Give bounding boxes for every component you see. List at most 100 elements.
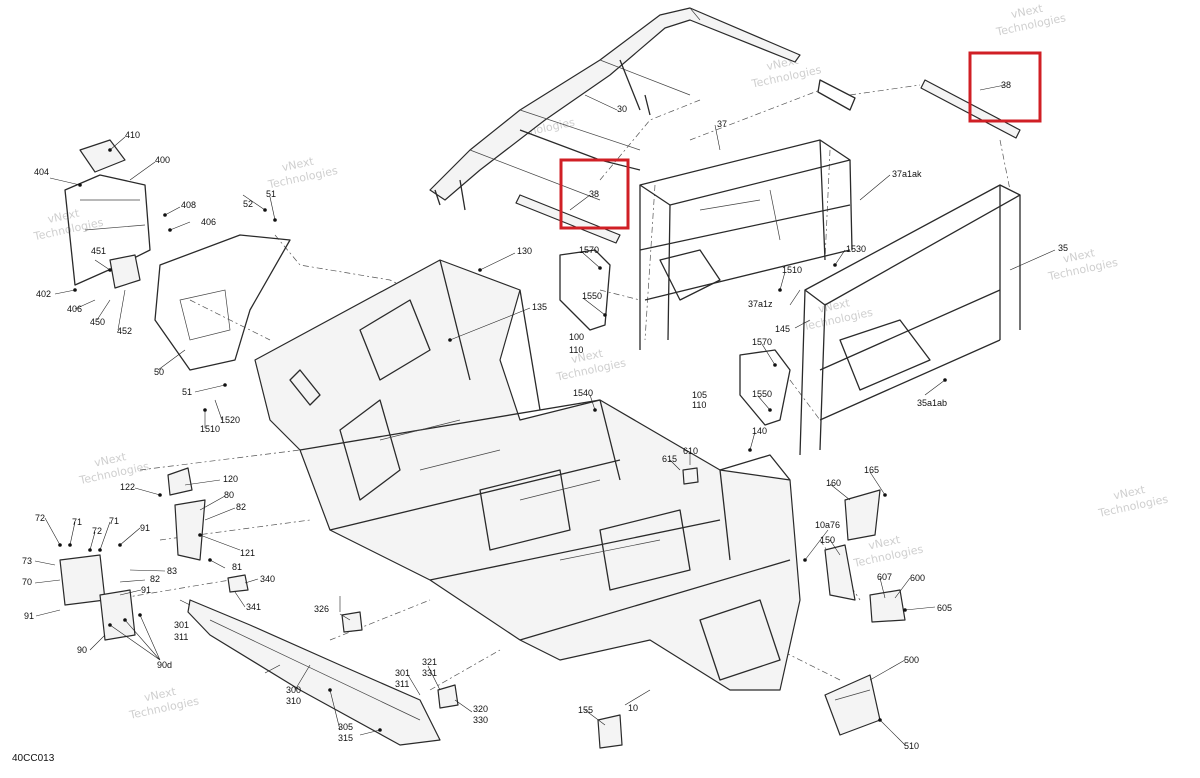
callout-label: 1550 [752,389,772,399]
callout-label: 400 [155,155,170,165]
bracket-90[interactable] [99,589,136,641]
callout-label: 105 [692,390,707,400]
callout-label: 72 [35,513,45,523]
callout-label: 310 [286,696,301,706]
callout-label: 110 [569,345,583,355]
callout-label: 321 [422,657,437,667]
rod-38-lower[interactable] [515,194,621,244]
callout-label: 311 [174,632,188,642]
callout-label: 51 [182,387,192,397]
clip-610[interactable] [682,467,699,485]
callout-label: 1510 [200,424,220,434]
bracket-450[interactable] [109,254,141,289]
callout-label: 408 [181,200,196,210]
skid-plate-500[interactable] [824,674,881,736]
callout-label: 71 [72,517,82,527]
callout-label: 607 [877,572,892,582]
callout-label: 91 [141,585,151,595]
highlight-box-38-upper [968,51,1042,123]
callout-label: 406 [67,304,82,314]
callout-label: 1570 [579,245,599,255]
callout-label: 30 [617,104,627,114]
bracket-70[interactable] [59,554,106,606]
callout-label: 71 [109,516,119,526]
watermark: vNext Technologies [266,155,339,192]
callout-label: 135 [532,302,547,312]
callout-label: 82 [150,574,160,584]
watermark: vNext Technologies [1096,483,1169,520]
bumper-400[interactable] [64,174,151,286]
fastener-dots [58,148,947,732]
front-panel-50[interactable] [154,234,291,371]
callout-label: 155 [578,705,593,715]
figure-code: 40CC013 [12,753,55,764]
callout-label: 145 [775,324,790,334]
callout-label: 311 [395,679,409,689]
callout-label: 340 [260,574,275,584]
callout-label: 406 [201,217,216,227]
callout-label: 510 [904,741,919,751]
callout-label: 330 [473,715,488,725]
bracket-600[interactable] [869,589,906,623]
callout-label: 120 [223,474,238,484]
callout-label: 35 [1058,243,1068,253]
callout-label: 80 [224,490,234,500]
callout-label: 72 [92,526,102,536]
callout-label: 81 [232,562,242,572]
callout-label: 130 [517,246,532,256]
callout-label: 122 [120,482,135,492]
callout-label: 150 [820,535,835,545]
callout-label: 451 [91,246,106,256]
callout-label: 450 [90,317,105,327]
callout-label: 35a1ab [917,398,947,408]
callout-label: 605 [937,603,952,613]
watermark: vNext Technologies [127,685,200,722]
bracket-150[interactable] [824,544,856,601]
callout-label: 83 [167,566,177,576]
callout-label: 301 [395,668,410,678]
callout-label: 90 [77,645,87,655]
rear-cage-37[interactable] [639,79,856,350]
callout-label: 610 [683,446,698,456]
callout-label: 1550 [582,291,602,301]
callout-label: 51 [266,189,276,199]
bracket-410[interactable] [79,139,126,173]
callout-label: 38 [1001,80,1011,90]
callout-label: 121 [240,548,255,558]
bracket-320[interactable] [437,684,459,709]
skid-plate-300[interactable] [187,599,441,746]
bracket-120[interactable] [167,467,193,496]
bracket-155[interactable] [597,714,623,749]
callout-label: 38 [589,189,599,199]
callout-label: 82 [236,502,246,512]
callout-label: 341 [246,602,261,612]
callout-labels: 410 400 404 408 406 451 402 406 450 452 … [22,80,1068,751]
door-bar-105[interactable] [739,349,791,426]
callout-label: 402 [36,289,51,299]
callout-label: 615 [662,454,677,464]
callout-label: 1510 [782,265,802,275]
plate-80[interactable] [174,499,206,561]
callout-label: 70 [22,577,32,587]
callout-label: 52 [243,199,253,209]
callout-label: 91 [24,611,34,621]
bracket-326[interactable] [341,611,363,633]
callout-label: 301 [174,620,189,630]
callout-label: 140 [752,426,767,436]
callout-label: 600 [910,573,925,583]
callout-label: 315 [338,733,353,743]
leader-lines [34,84,1056,746]
callout-label: 73 [22,556,32,566]
bracket-340[interactable] [227,574,249,593]
side-cage-35[interactable] [799,184,1021,456]
callout-label: 165 [864,465,879,475]
plate-160[interactable] [844,489,881,541]
door-bar-100[interactable] [559,249,611,331]
main-frame[interactable] [254,259,801,691]
callout-label: 410 [125,130,140,140]
callout-label: 91 [140,523,150,533]
callout-label: 320 [473,704,488,714]
callout-label: 1530 [846,244,866,254]
callout-label: 100 [569,332,584,342]
